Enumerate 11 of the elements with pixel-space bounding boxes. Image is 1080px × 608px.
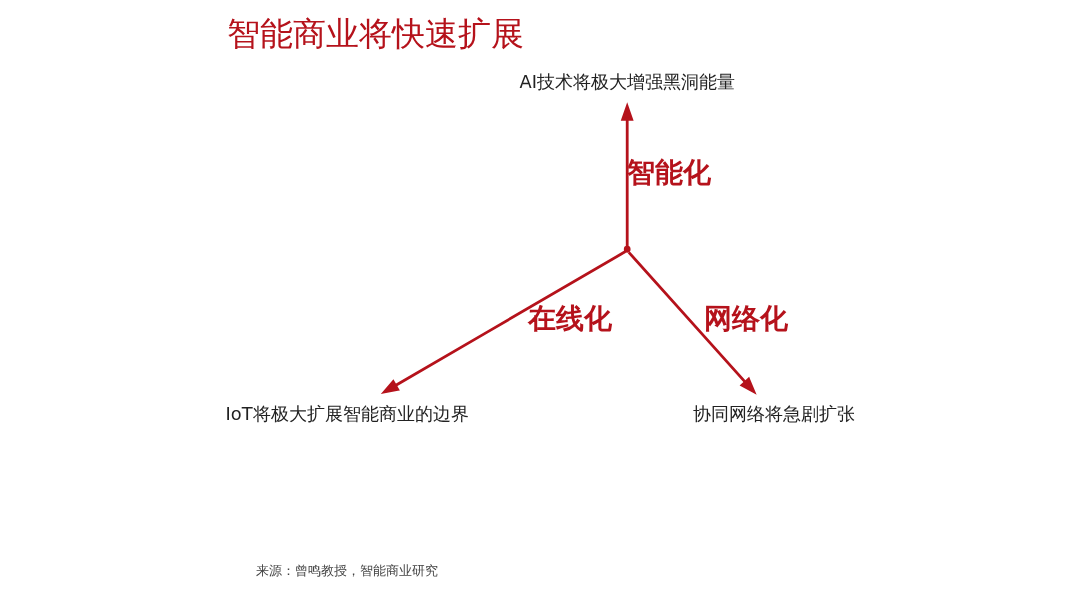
- arrow: [380, 250, 627, 395]
- edge-label: 网络化: [703, 301, 788, 335]
- node-text: 协同网络将急剧扩张: [692, 402, 855, 424]
- node-text: AI技术将极大增强黑洞能量: [519, 71, 735, 93]
- edge-label: 在线化: [527, 301, 612, 335]
- arrow: [620, 102, 634, 247]
- arrow: [627, 251, 757, 395]
- node-text: IoT将极大扩展智能商业的边界: [225, 402, 469, 424]
- node-point: [623, 245, 631, 253]
- diagram-title: 智能商业将快速扩展: [226, 14, 524, 54]
- label: 来源：曾鸣教授，智能商业研究: [256, 562, 439, 578]
